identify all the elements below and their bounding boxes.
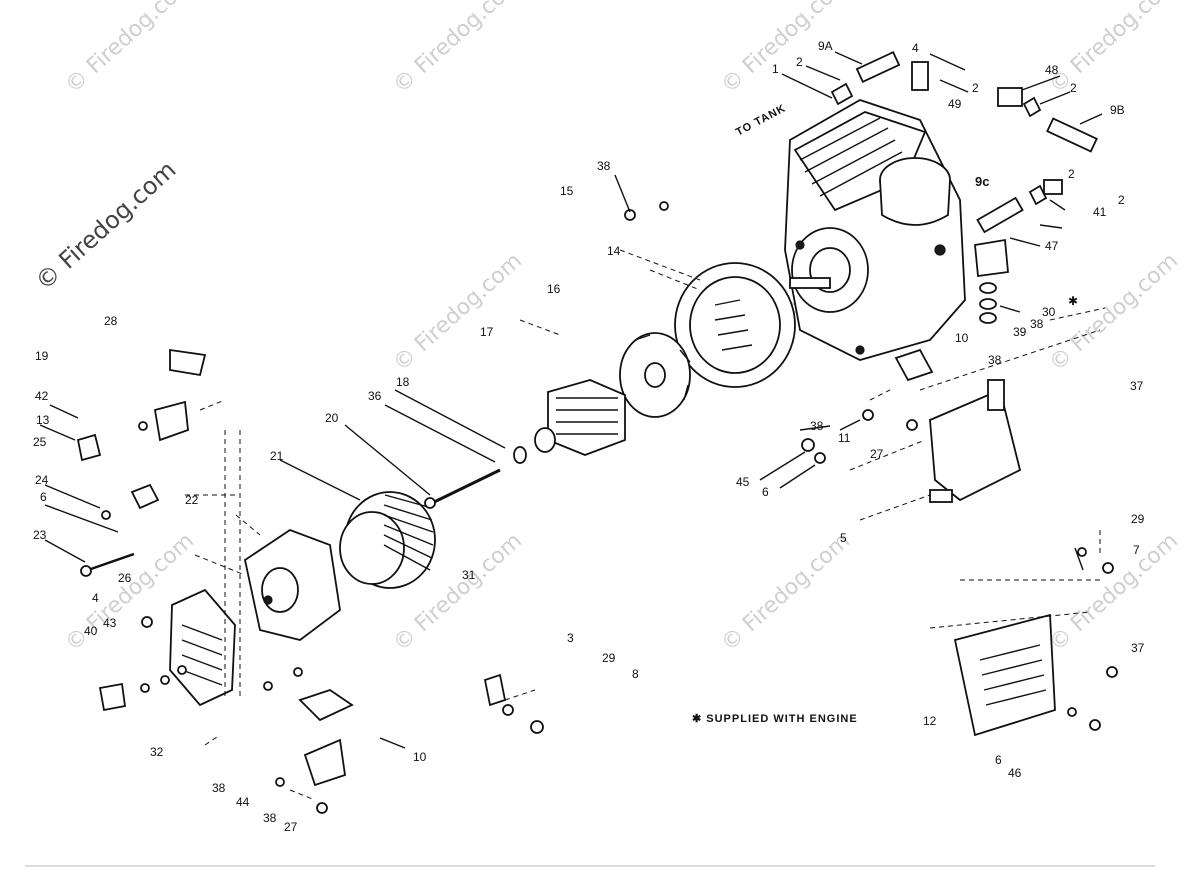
callout-label: 15 xyxy=(560,184,574,198)
end-bell xyxy=(243,528,341,641)
callout-label: 21 xyxy=(270,449,284,463)
callout-label: 32 xyxy=(150,745,164,759)
fan xyxy=(619,332,691,418)
callout-label: 49 xyxy=(948,97,962,111)
callout-label: 8 xyxy=(632,667,639,681)
callout-label: 44 xyxy=(236,795,250,809)
callout-label: 38 xyxy=(988,353,1002,367)
callout-label: 19 xyxy=(35,349,49,363)
stator xyxy=(339,491,436,589)
callout-label: 31 xyxy=(462,568,476,582)
callout-label: 41 xyxy=(1093,205,1107,219)
callout-label: 37 xyxy=(1131,641,1145,655)
callout-label: 9c xyxy=(975,174,990,189)
callout-label: 48 xyxy=(1045,63,1059,77)
callout-label: 38 xyxy=(597,159,611,173)
callout-label: 5 xyxy=(840,531,847,545)
callout-label: 45 xyxy=(736,475,750,489)
callout-label: 28 xyxy=(104,314,118,328)
callout-label: 2 xyxy=(1068,167,1075,181)
fuel-line-parts xyxy=(830,51,1098,324)
callout-label: 4 xyxy=(912,41,919,55)
callout-label: 10 xyxy=(413,750,427,764)
callout-label: 46 xyxy=(1008,766,1022,780)
end-cover xyxy=(169,588,236,707)
blower-housing xyxy=(674,262,796,388)
engine-block xyxy=(784,99,966,361)
callout-label: 12 xyxy=(923,714,937,728)
callout-label: 43 xyxy=(103,616,117,630)
callout-label: 20 xyxy=(325,411,339,425)
callout-label: 38 xyxy=(1030,317,1044,331)
callout-label: 26 xyxy=(118,571,132,585)
callout-label: 16 xyxy=(547,282,561,296)
callout-label: 24 xyxy=(35,473,49,487)
muffler xyxy=(929,379,1022,503)
callout-label: 2 xyxy=(796,55,803,69)
callout-label: 40 xyxy=(84,624,98,638)
callout-label: 2 xyxy=(972,81,979,95)
asterisk-marker: ✱ xyxy=(1068,294,1079,308)
callout-label: 14 xyxy=(607,244,621,258)
callout-label: 42 xyxy=(35,389,49,403)
callout-label: 22 xyxy=(185,493,199,507)
callout-label: 29 xyxy=(602,651,616,665)
callout-label: 9B xyxy=(1110,103,1125,117)
callout-label: 10 xyxy=(955,331,969,345)
callout-label: 6 xyxy=(762,485,769,499)
callout-label: 27 xyxy=(870,447,884,461)
callout-label: 7 xyxy=(1133,543,1140,557)
callout-label: 38 xyxy=(810,419,824,433)
leader-lines xyxy=(39,51,1106,801)
callout-label: 37 xyxy=(1130,379,1144,393)
callout-label: 18 xyxy=(396,375,410,389)
callout-label: 9A xyxy=(818,39,833,53)
callout-label: 38 xyxy=(263,811,277,825)
callout-label: 13 xyxy=(36,413,50,427)
callout-label: 17 xyxy=(480,325,494,339)
callout-label: 6 xyxy=(995,753,1002,767)
callout-label: 47 xyxy=(1045,239,1059,253)
rotor xyxy=(513,379,626,464)
callout-label: 30 xyxy=(1042,305,1056,319)
base-bracket xyxy=(953,613,1056,737)
callout-label: 6 xyxy=(40,490,47,504)
callout-label: 27 xyxy=(284,820,298,834)
callout-label: 38 xyxy=(212,781,226,795)
callout-label: 23 xyxy=(33,528,47,542)
callout-label: 3 xyxy=(567,631,574,645)
callout-label: 39 xyxy=(1013,325,1027,339)
callout-label: 2 xyxy=(1070,81,1077,95)
callout-label: 29 xyxy=(1131,512,1145,526)
callout-label: 25 xyxy=(33,435,47,449)
callout-label: 4 xyxy=(92,591,99,605)
callout-label: 11 xyxy=(838,431,851,445)
small-parts xyxy=(76,201,1118,814)
callout-label: 1 xyxy=(772,62,779,76)
supplied-with-engine-note: ✱ SUPPLIED WITH ENGINE xyxy=(692,713,858,725)
callout-label: 2 xyxy=(1118,193,1125,207)
callout-label: 36 xyxy=(368,389,382,403)
